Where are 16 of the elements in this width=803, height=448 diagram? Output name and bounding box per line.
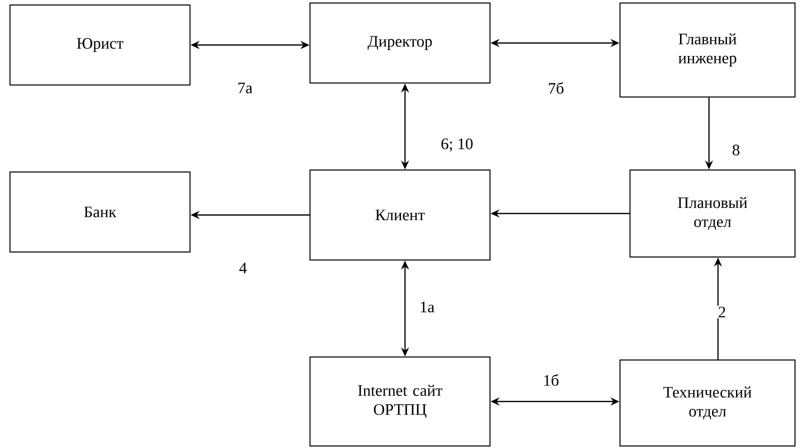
- process-box: Технический отдел: [620, 360, 796, 446]
- process-box: Юрист: [10, 4, 190, 86]
- edge-label: 1б: [542, 373, 560, 387]
- edge-label: 2: [717, 306, 727, 318]
- process-box: Internet сайт ОРТПЦ: [310, 356, 490, 446]
- edge-label: 1а: [418, 300, 436, 314]
- process-box: Банк: [10, 172, 190, 252]
- process-box: Плановый отдел: [630, 170, 796, 258]
- process-box: Главный инженер: [620, 2, 796, 98]
- edge-label: 8: [731, 144, 741, 156]
- process-box: Клиент: [310, 170, 490, 260]
- edge-label: 7а: [236, 82, 254, 94]
- edge-label: 6; 10: [440, 137, 474, 153]
- edge-label: 7б: [546, 81, 566, 95]
- edge-label: 4: [238, 262, 248, 274]
- process-box: Директор: [310, 2, 490, 84]
